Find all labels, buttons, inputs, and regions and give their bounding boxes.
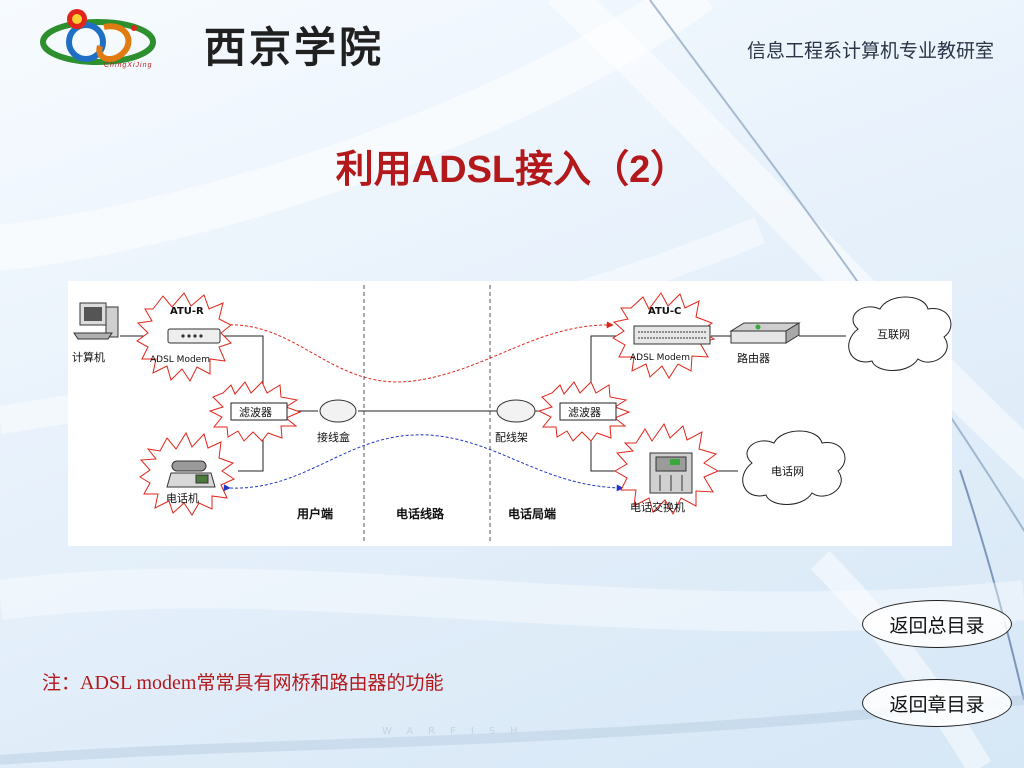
filter-user-label: 滤波器 — [239, 406, 272, 419]
internet-label: 互联网 — [877, 328, 910, 341]
adsl-network-diagram: 计算机 ATU-R ADSL Modem 滤波器 电话机 接线盒 — [68, 281, 952, 546]
computer-icon — [73, 302, 119, 340]
phone-switch-icon — [649, 452, 693, 494]
filter-office-box — [559, 402, 617, 421]
zone-label-user: 用户端 — [296, 506, 333, 521]
background-watermark: WARFISH — [382, 726, 533, 737]
return-main-toc-button[interactable]: 返回总目录 — [862, 600, 1012, 648]
footnote: 注：ADSL modem常常具有网桥和路由器的功能 — [42, 668, 444, 695]
filter-user-box — [230, 402, 288, 421]
computer-label: 计算机 — [72, 350, 105, 364]
department-label: 信息工程系计算机专业教研室 — [746, 40, 994, 62]
school-name: 西京学院 — [204, 23, 385, 72]
logo-subtitle: ChingXiJing — [104, 62, 153, 69]
voice-path-arrow — [223, 434, 624, 492]
adsl-modem-icon — [167, 328, 221, 344]
adsl-modem-rack-icon — [633, 325, 711, 345]
return-chapter-toc-button[interactable]: 返回章目录 — [862, 679, 1012, 727]
adsl-modem-r-label: ADSL Modem — [150, 355, 210, 365]
phone-network-label: 电话网 — [771, 465, 804, 478]
footnote-text: 常常具有网桥和路由器的功能 — [196, 672, 444, 694]
footnote-term: ADSL modem — [80, 672, 197, 694]
school-logo: 西京学院 ChingXiJing — [36, 2, 436, 80]
zone-label-line: 电话线路 — [396, 506, 445, 521]
slide-title: 利用ADSL接入（2） — [335, 149, 689, 191]
distribution-frame-label: 配线架 — [495, 430, 528, 444]
distribution-frame-icon — [496, 399, 536, 423]
zone-label-office: 电话局端 — [508, 506, 556, 521]
phone-label: 电话机 — [166, 491, 199, 505]
junction-box-label: 接线盒 — [317, 430, 350, 444]
junction-box-icon — [319, 399, 357, 423]
atu-r-label: ATU-R — [170, 306, 204, 317]
data-path-arrow — [218, 321, 614, 383]
footnote-prefix: 注： — [42, 672, 81, 694]
telephone-icon — [166, 460, 216, 488]
phone-network-cloud-icon — [742, 430, 846, 505]
filter-office-label: 滤波器 — [568, 406, 601, 419]
router-label: 路由器 — [737, 351, 770, 365]
internet-cloud-icon — [848, 296, 952, 371]
atu-c-label: ATU-C — [648, 306, 681, 317]
adsl-modem-c-label: ADSL Modem — [630, 353, 690, 363]
logo-emblem — [40, 9, 156, 65]
phone-switch-label: 电话交换机 — [630, 500, 685, 514]
router-icon — [729, 322, 801, 344]
